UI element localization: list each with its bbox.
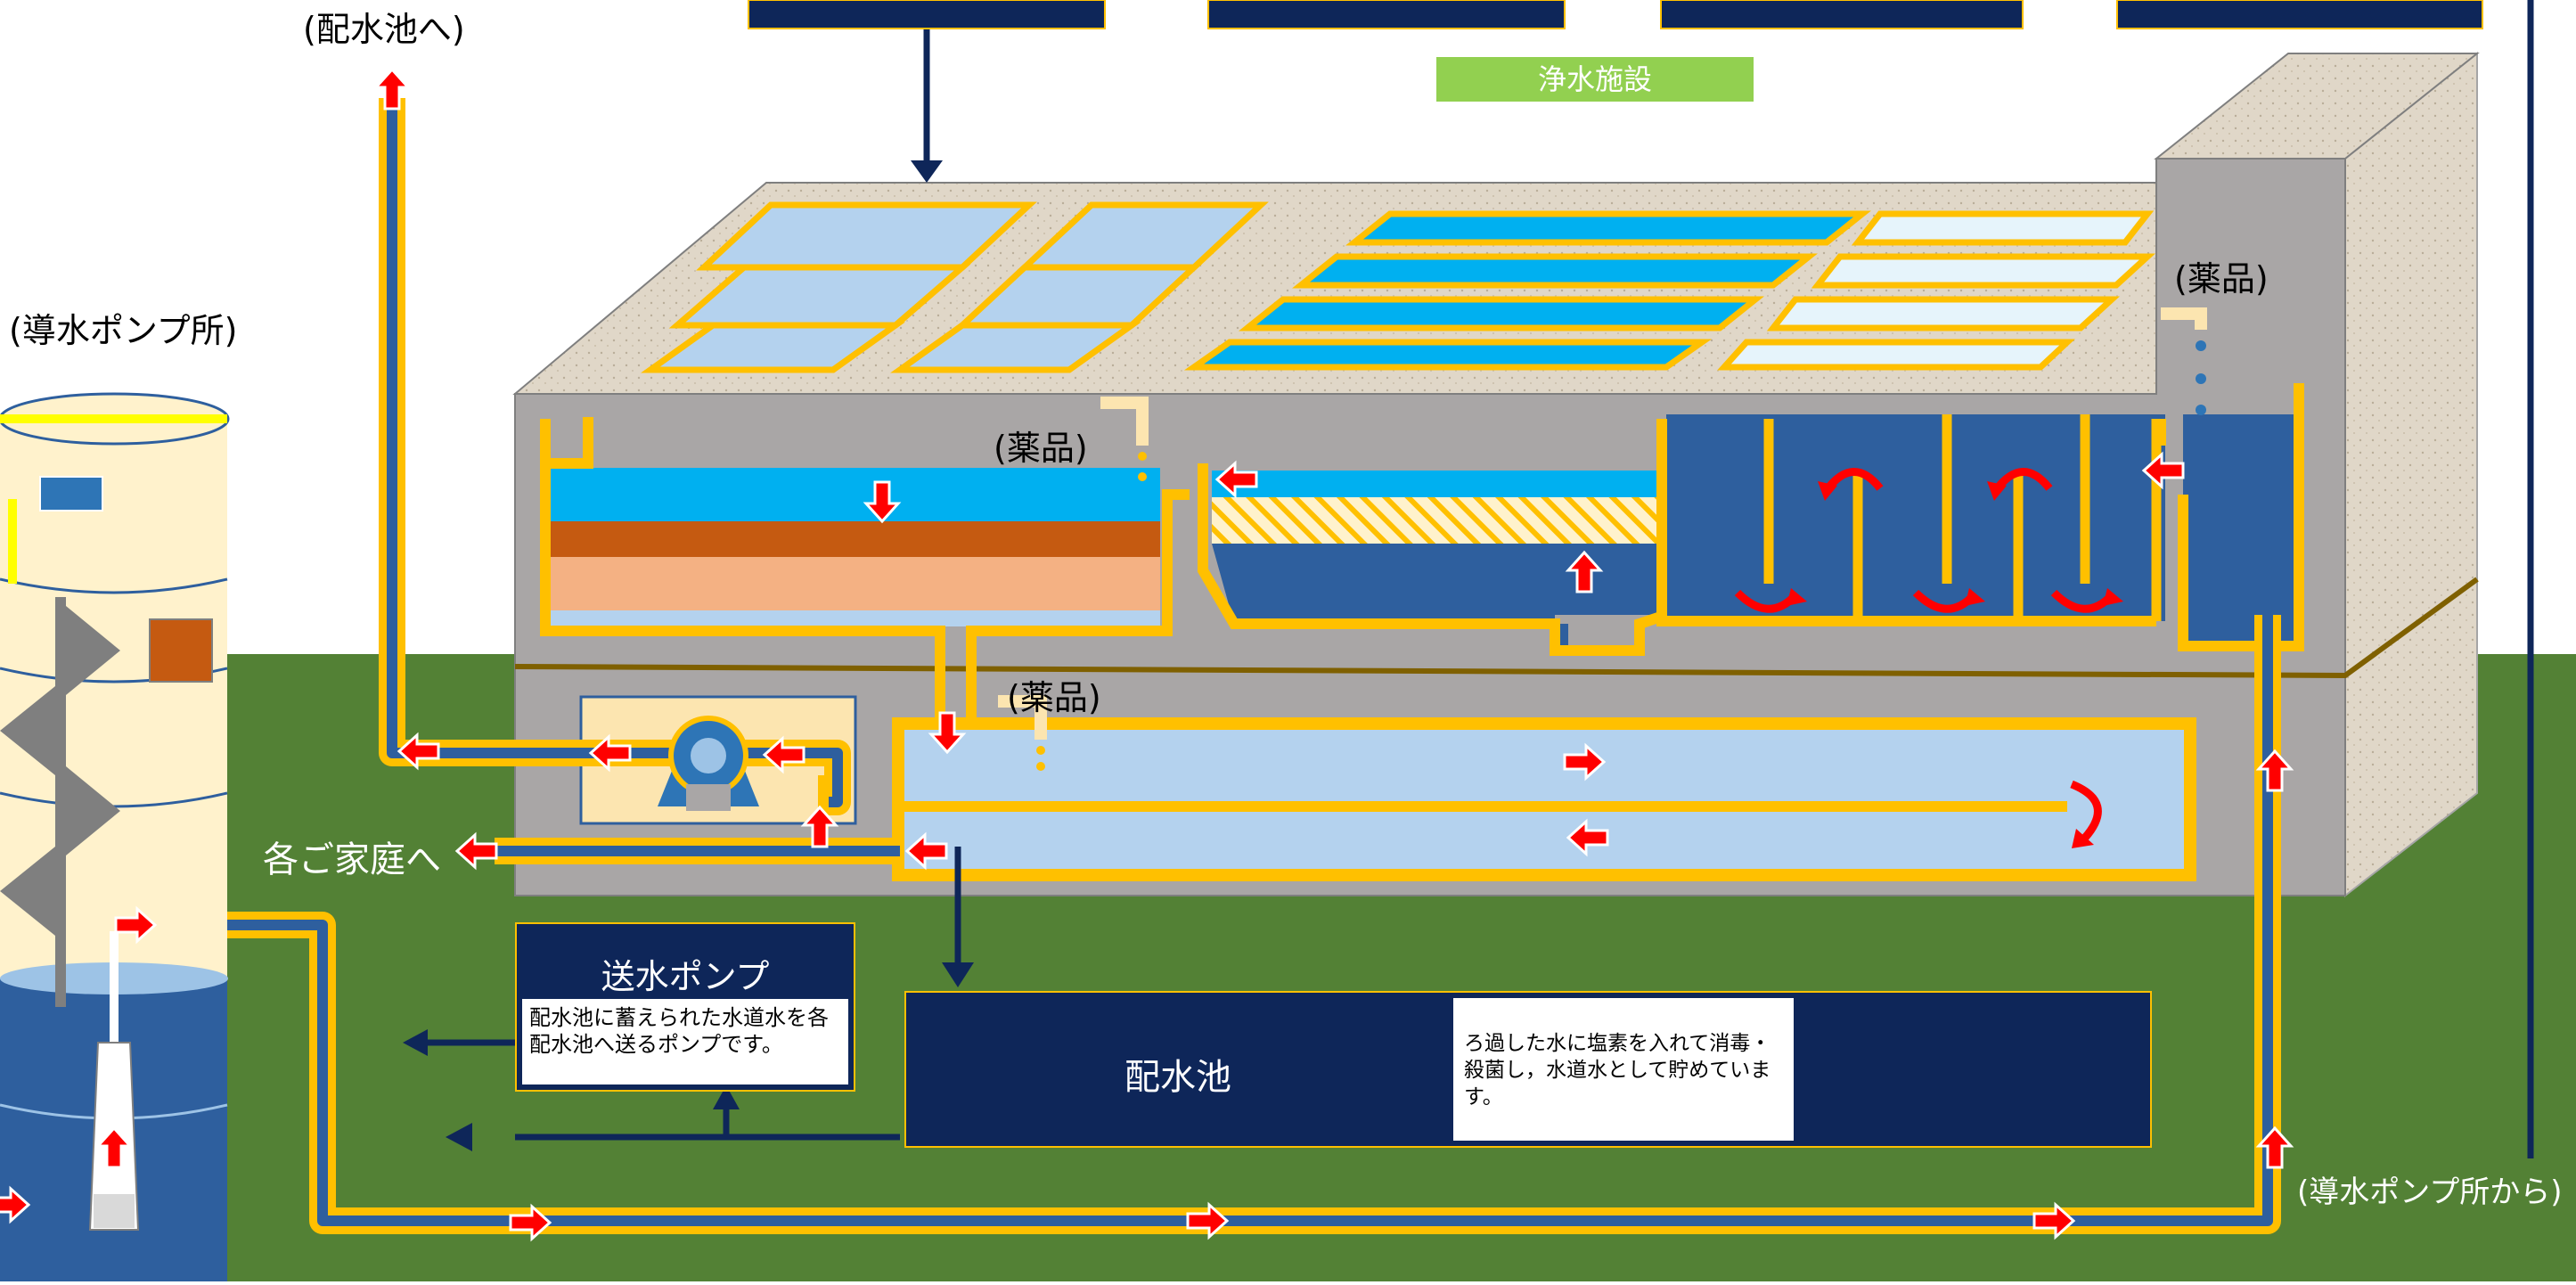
header-box-2	[1207, 0, 1566, 29]
header-box-1	[748, 0, 1106, 29]
intake-pump-station-label: (導水ポンプ所)	[9, 311, 238, 350]
reservoir-box: 配水池 ろ過した水に塩素を入れて消毒・殺菌し，水道水として貯めています。	[904, 991, 2152, 1148]
chemical-label-3: (薬品)	[2174, 259, 2269, 299]
sedimentation-basin	[1198, 463, 1668, 656]
from-intake-pump-station-label: (導水ポンプ所から)	[2297, 1175, 2563, 1210]
pump-box: 送水ポンプ 配水池に蓄えられた水道水を各配水池へ送るポンプです。	[515, 922, 855, 1092]
pump-box-title: 送水ポンプ	[601, 957, 770, 996]
chemical-label-1: (薬品)	[994, 429, 1088, 468]
reservoir-box-title: 配水池	[1124, 1057, 1231, 1098]
header-box-3	[1660, 0, 2024, 29]
reservoir-box-note: ろ過した水に塩素を入れて消毒・殺菌し，水道水として貯めています。	[1453, 998, 1794, 1141]
to-reservoir-label: (配水池へ)	[303, 10, 465, 49]
navy-lines	[419, 0, 2534, 1158]
building-side	[2344, 51, 2478, 898]
basin-top-views	[641, 201, 2156, 373]
filter-basin	[540, 417, 1190, 686]
facility-badge-label: 浄水施設	[1537, 62, 1652, 96]
header-box-4	[2116, 0, 2483, 29]
floor-line	[514, 577, 2479, 679]
pump-box-note: 配水池に蓄えられた水道水を各配水池へ送るポンプです。	[522, 999, 848, 1084]
pump-icon	[658, 716, 759, 811]
stairs-icon	[0, 597, 120, 1007]
chemical-label-2: (薬品)	[1007, 678, 1101, 717]
to-each-home-label: 各ご家庭へ	[263, 839, 441, 880]
chemical-drip-icon	[998, 307, 2207, 771]
treated-water-tank	[892, 631, 2196, 881]
flocculation-basin	[1656, 383, 2304, 651]
facility-badge: 浄水施設	[1435, 55, 1755, 103]
